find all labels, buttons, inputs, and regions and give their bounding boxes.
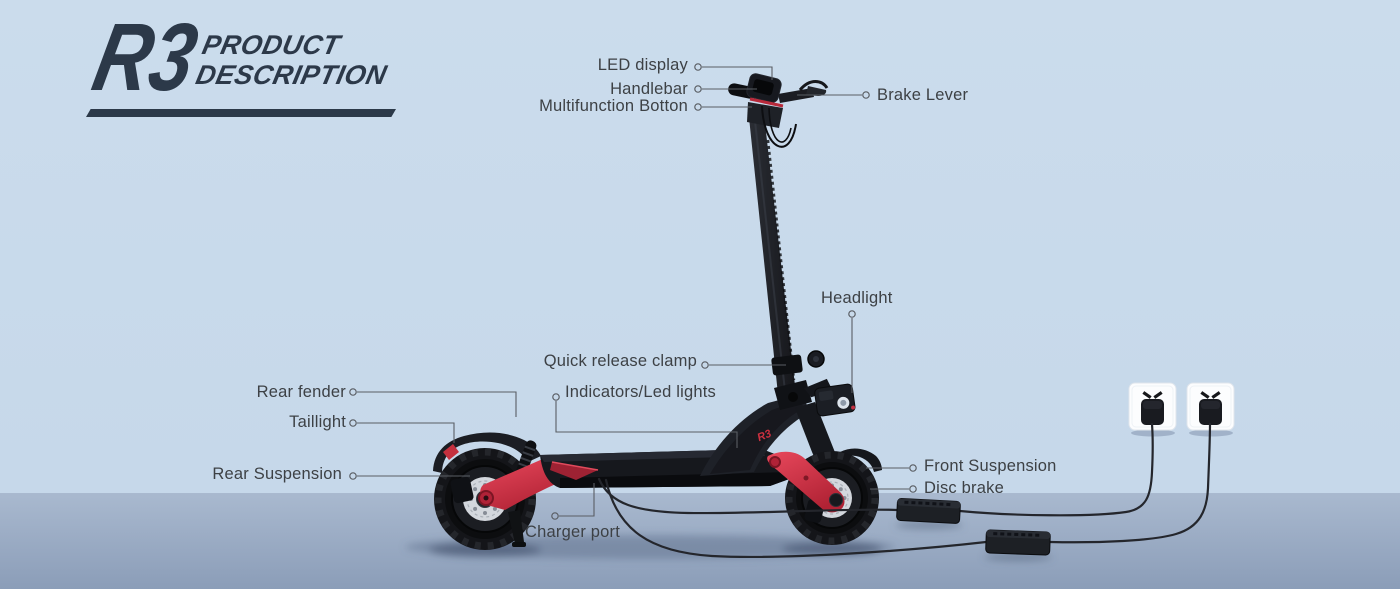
frame-neck: R3 <box>700 394 810 476</box>
label-rear-suspension: Rear Suspension <box>212 465 342 483</box>
label-multifunction-botton: Multifunction Botton <box>539 97 688 115</box>
callout-connectors <box>349 63 917 520</box>
connector-taillight <box>349 419 455 443</box>
logo-title-line1: PRODUCT <box>199 30 343 60</box>
electric-scooter: R3 <box>433 73 882 550</box>
brake-cable <box>761 105 797 148</box>
connector-headlight <box>848 310 856 393</box>
label-rear-fender: Rear fender <box>256 383 346 401</box>
connector-multifunction-botton <box>694 103 752 111</box>
socket-slot <box>1211 391 1221 399</box>
rear-fender-part <box>433 432 541 473</box>
logo-title: PRODUCT DESCRIPTION <box>193 30 396 90</box>
rear-shock-absorber <box>515 440 537 478</box>
connector-rear-fender <box>349 388 517 417</box>
socket-slot <box>1200 391 1210 399</box>
frame-badge: R3 <box>756 428 774 444</box>
socket-slot <box>1142 391 1152 399</box>
label-charger-port: Charger port <box>525 523 621 541</box>
quick-release-clamp-part <box>771 350 825 410</box>
label-headlight: Headlight <box>821 289 893 307</box>
connector-disc-brake <box>870 485 917 493</box>
label-indicators-led-lights: Indicators/Led lights <box>565 383 716 401</box>
label-brake-lever: Brake Lever <box>877 86 969 104</box>
connector-charger-port <box>551 483 595 520</box>
charger-brick-2 <box>985 529 1051 556</box>
brake-lever-part <box>806 86 827 96</box>
taillight-part <box>443 444 459 460</box>
connector-indicators-led-lights <box>552 393 738 448</box>
wall-socket-left <box>1128 382 1177 437</box>
handlebar-assembly <box>728 73 829 148</box>
label-taillight: Taillight <box>289 413 346 431</box>
connector-handlebar <box>694 85 757 93</box>
logo-title-line2: DESCRIPTION <box>193 60 390 90</box>
deck-red-accent <box>550 462 598 480</box>
front-swingarm <box>767 451 845 513</box>
connector-led-display <box>694 63 773 80</box>
connector-rear-suspension <box>349 472 470 480</box>
label-front-suspension: Front Suspension <box>924 457 1057 475</box>
charger-brick-1 <box>896 498 961 524</box>
kickstand <box>508 510 526 547</box>
logo-model: R3 <box>84 4 206 111</box>
label-quick-release-clamp: Quick release clamp <box>543 352 697 370</box>
connector-front-suspension <box>866 464 917 472</box>
charger-cable-wall-1 <box>958 422 1154 517</box>
label-disc-brake: Disc brake <box>924 479 1004 497</box>
stem <box>748 106 797 404</box>
connector-quick-release-clamp <box>701 361 786 369</box>
connector-brake-lever <box>797 91 870 99</box>
label-handlebar: Handlebar <box>610 80 688 98</box>
front-fender-part <box>840 448 882 472</box>
label-led-display: LED display <box>597 56 688 74</box>
headlight-part <box>803 378 856 417</box>
charger-cable-scooter-2 <box>604 478 988 558</box>
charger-cable-scooter-1 <box>597 477 899 515</box>
socket-slot <box>1153 391 1163 399</box>
rear-brake-caliper <box>450 476 474 504</box>
charger-cable-wall-2 <box>1048 422 1212 544</box>
logo-underline <box>86 109 396 117</box>
